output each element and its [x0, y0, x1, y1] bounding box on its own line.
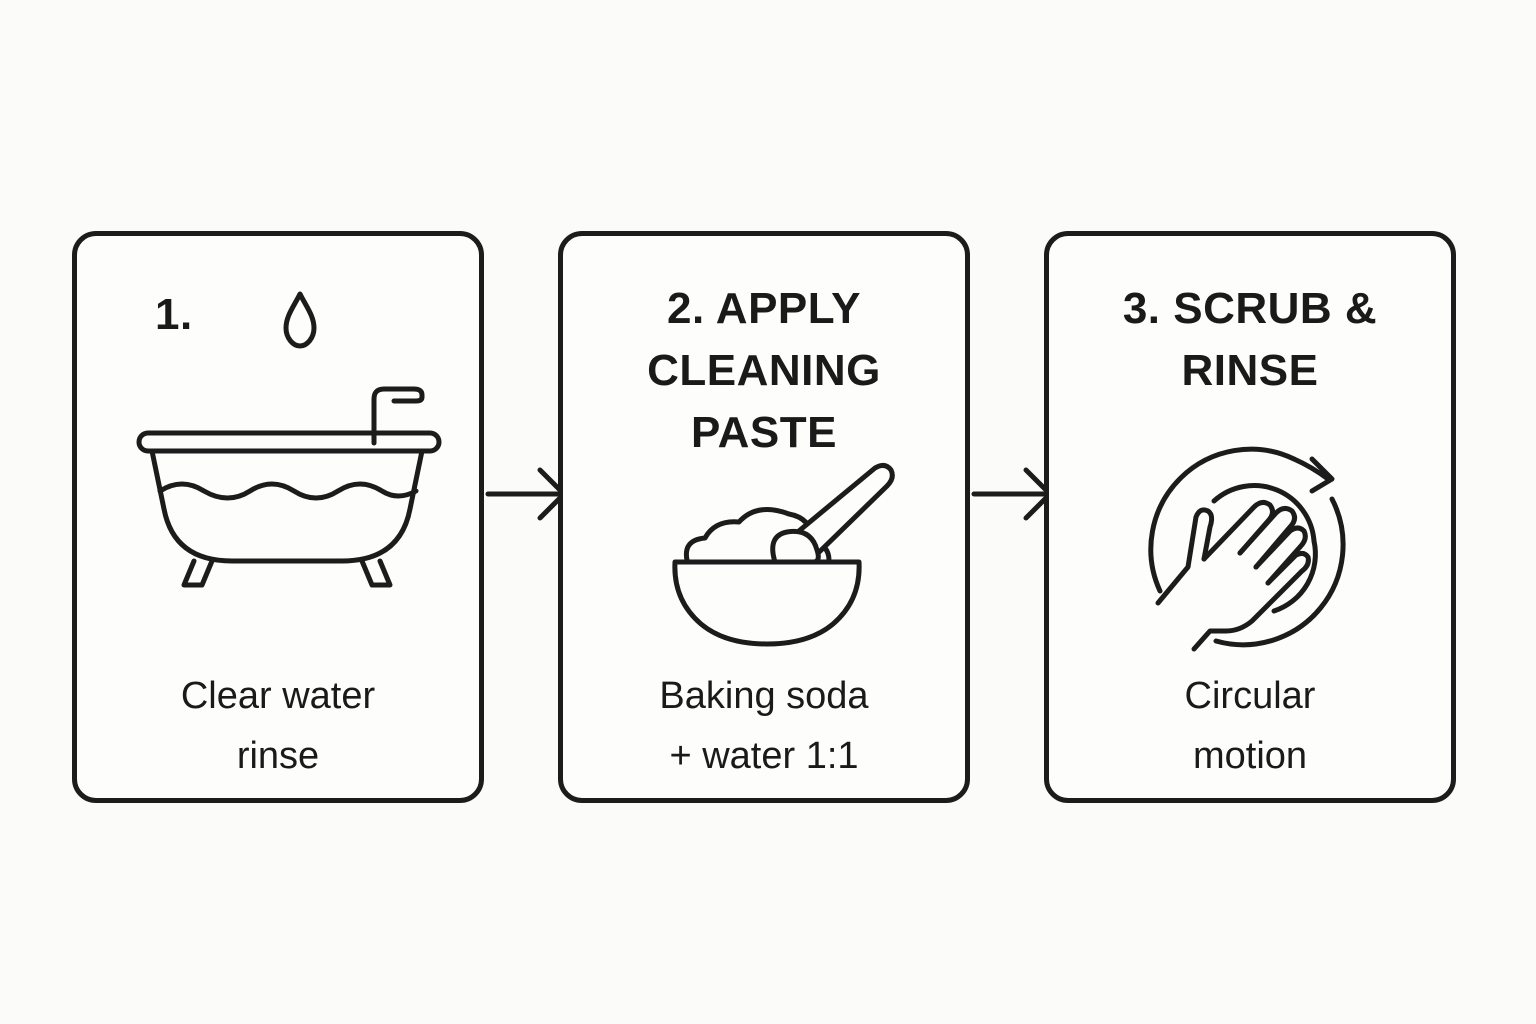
- paste-bowl-icon: [672, 462, 895, 647]
- step-caption-3: Circular motion: [1184, 675, 1316, 777]
- step-title-1: 1.: [155, 290, 193, 339]
- water-drop-icon: [283, 291, 317, 349]
- step-title-3: 3. SCRUB & RINSE: [1122, 284, 1378, 395]
- step-card-3: 3. SCRUB & RINSE Circular motion: [1044, 231, 1456, 803]
- step-card-1: 1. Clear water rinse: [72, 231, 484, 803]
- step-caption-1: Clear water rinse: [180, 675, 376, 777]
- bathtub-icon: [136, 386, 442, 588]
- step-caption-2: Baking soda + water 1:1: [659, 675, 869, 777]
- step-title-2: 2. APPLY CLEANING PASTE: [647, 284, 881, 457]
- circular-scrub-hand-icon: [1148, 446, 1346, 652]
- step-card-2: 2. APPLY CLEANING PASTE Baking soda + wa…: [558, 231, 970, 803]
- arrow-right-icon: [485, 467, 567, 521]
- arrow-right-icon: [971, 467, 1053, 521]
